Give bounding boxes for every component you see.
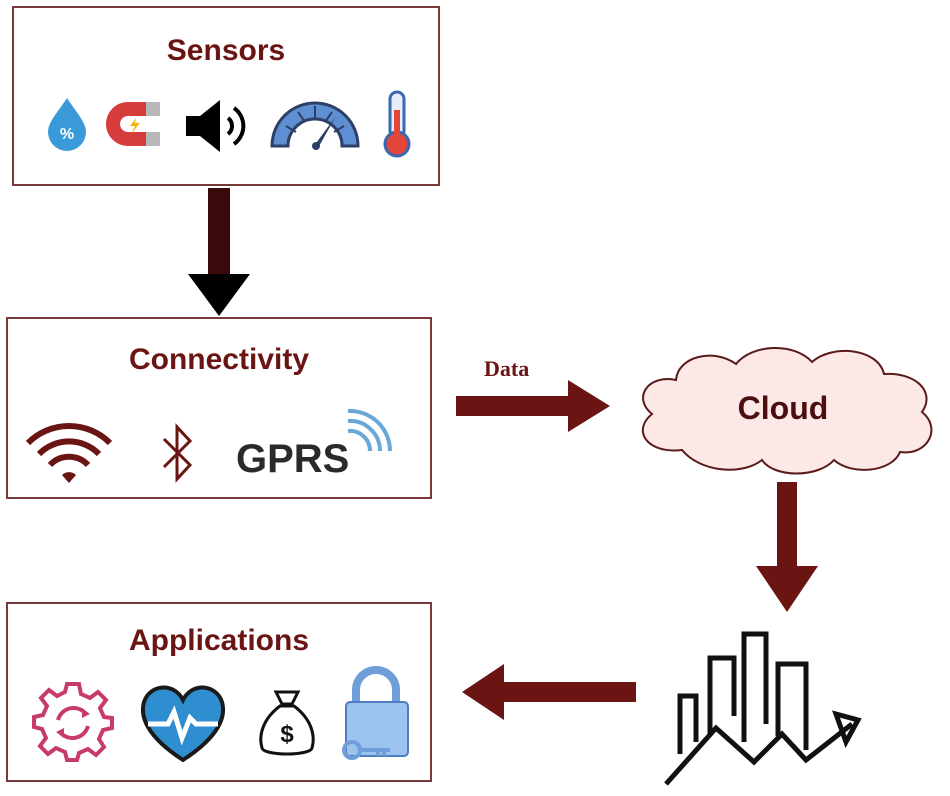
speaker-icon bbox=[186, 100, 246, 152]
gauge-icon bbox=[270, 101, 360, 150]
money-bag-icon: $ bbox=[259, 690, 315, 756]
connectivity-to-cloud-arrow bbox=[456, 380, 610, 432]
padlock-key-icon bbox=[342, 666, 409, 760]
gprs-signal-icon bbox=[347, 408, 393, 452]
applications-title: Applications bbox=[128, 624, 309, 657]
applications-box: Applications $ bbox=[6, 602, 432, 782]
humidity-drop-icon: % bbox=[48, 98, 86, 151]
sensors-to-connectivity-arrow bbox=[188, 188, 250, 316]
cloud-label: Cloud bbox=[737, 390, 829, 426]
connectivity-title: Connectivity bbox=[128, 343, 310, 376]
wifi-icon bbox=[25, 423, 113, 483]
thermometer-icon bbox=[383, 90, 411, 158]
cloud-to-analytics-arrow bbox=[756, 482, 818, 612]
money-symbol: $ bbox=[280, 721, 294, 748]
magnet-icon bbox=[106, 102, 160, 146]
gprs-label: GPRS bbox=[236, 437, 350, 481]
humidity-symbol: % bbox=[60, 126, 74, 143]
sensors-title: Sensors bbox=[166, 34, 286, 67]
cloud-shape bbox=[641, 347, 933, 475]
gear-sync-icon bbox=[32, 682, 114, 762]
sensors-box: Sensors % bbox=[12, 6, 440, 186]
growth-chart-icon bbox=[664, 631, 862, 786]
heart-pulse-icon bbox=[141, 685, 225, 763]
data-edge-label: Data bbox=[484, 356, 530, 381]
analytics-to-applications-arrow bbox=[462, 664, 636, 720]
bluetooth-icon bbox=[162, 423, 193, 483]
connectivity-box: Connectivity GPRS bbox=[6, 317, 432, 499]
